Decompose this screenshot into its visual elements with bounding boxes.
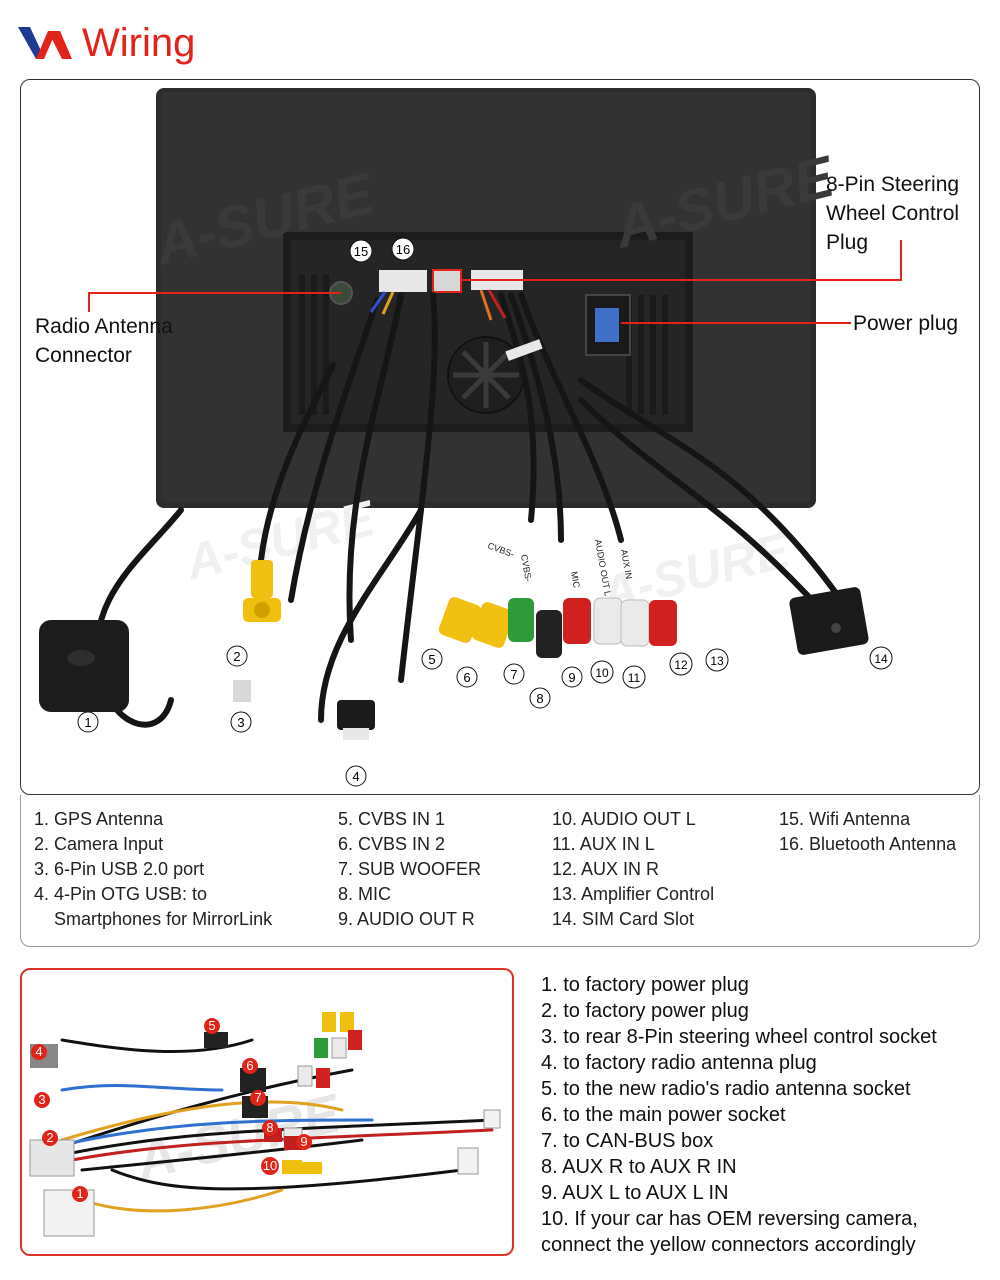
legend-item: 16. Bluetooth Antenna (779, 834, 957, 854)
radio-antenna-socket (204, 1032, 228, 1048)
harness-number-2: 2 (46, 1130, 53, 1145)
harness-instruction: 6. to the main power socket (541, 1104, 786, 1126)
harness-instruction: 4. to factory radio antenna plug (541, 1052, 817, 1074)
brand-logo-icon (18, 27, 72, 59)
harness-number-9: 9 (300, 1134, 307, 1149)
legend-item: 3. 6-Pin USB 2.0 port (34, 859, 205, 879)
harness-instruction: 1. to factory power plug (541, 974, 749, 996)
number-10: 10 (595, 666, 609, 680)
harness-number-3: 3 (38, 1092, 45, 1107)
harness-instruction: 10. If your car has OEM reversing camera… (541, 1208, 918, 1256)
callout-power-plug: Power plug (853, 312, 959, 335)
legend-item: 4. 4-Pin OTG USB: to (34, 884, 208, 904)
legend-item: 5. CVBS IN 1 (338, 809, 446, 829)
number-6: 6 (463, 670, 470, 685)
legend-item: 7. SUB WOOFER (338, 859, 482, 879)
number-2: 2 (233, 649, 240, 664)
page-title: Wiring (82, 21, 196, 65)
harness-number-8: 8 (266, 1120, 273, 1135)
harness-number-1: 1 (76, 1186, 83, 1201)
gps-antenna (39, 620, 129, 712)
diagram-number-markers: 15 16 1 2 3 4 5 6 7 8 9 10 11 (77, 237, 893, 787)
legend-item: 15. Wifi Antenna (779, 809, 911, 829)
harness-instruction: 5. to the new radio's radio antenna sock… (541, 1078, 911, 1100)
harness-instruction: 2. to factory power plug (541, 1000, 749, 1022)
number-11: 11 (628, 671, 641, 685)
legend-column: 5. CVBS IN 1 6. CVBS IN 2 7. SUB WOOFER … (338, 807, 481, 932)
number-5: 5 (428, 652, 435, 667)
legend-item: 12. AUX IN R (552, 859, 660, 879)
camera-input-connector (251, 560, 273, 598)
usb-port-a (233, 680, 251, 702)
harness-instruction: 7. to CAN-BUS box (541, 1130, 714, 1152)
legend-column: 10. AUDIO OUT L 11. AUX IN L 12. AUX IN … (552, 807, 714, 932)
rca-connectors (438, 597, 677, 658)
harness-instructions: 1. to factory power plug 2. to factory p… (541, 972, 991, 1258)
legend-column: 1. GPS Antenna 2. Camera Input 3. 6-Pin … (34, 807, 272, 932)
harness-instruction: 8. AUX R to AUX R IN (541, 1156, 737, 1178)
legend-item: 10. AUDIO OUT L (552, 809, 696, 829)
harness-instruction: 9. AUX L to AUX L IN (541, 1182, 729, 1204)
number-9: 9 (568, 670, 575, 685)
legend-item: 14. SIM Card Slot (552, 909, 695, 929)
legend-item: 2. Camera Input (34, 834, 164, 854)
number-13: 13 (710, 654, 724, 668)
usb-connector (379, 270, 427, 292)
wiring-diagram: A-SURE A-SURE A-SURE A-SURE (20, 79, 980, 795)
legend-item: 8. MIC (338, 884, 392, 904)
harness-number-markers: 1 2 3 4 5 6 7 8 9 10 (31, 1018, 312, 1202)
callout-lines (88, 240, 902, 324)
harness-wires (50, 1038, 494, 1213)
wiring-harness-illustration: A-SURE (20, 968, 514, 1256)
number-3: 3 (237, 715, 244, 730)
rca-cluster (297, 1012, 362, 1088)
harness-number-7: 7 (254, 1090, 261, 1105)
number-15: 15 (354, 244, 368, 259)
header: Wiring (18, 18, 195, 68)
usb-port-b (337, 700, 375, 730)
number-12: 12 (674, 658, 688, 672)
harness-number-5: 5 (208, 1018, 215, 1033)
harness-instruction: 3. to rear 8-Pin steering wheel control … (541, 1026, 937, 1048)
head-unit-illustration: A-SURE A-SURE A-SURE A-SURE (39, 88, 902, 787)
callout-steering-plug: 8-Pin Steering Wheel Control Plug (826, 173, 960, 254)
legend-item: 9. AUDIO OUT R (338, 909, 475, 929)
number-14: 14 (874, 652, 888, 666)
harness-number-6: 6 (246, 1058, 253, 1073)
steering-connector (432, 269, 462, 293)
callout-radio-antenna: Radio Antenna Connector (35, 315, 173, 367)
number-4: 4 (352, 769, 359, 784)
cable-label: MIC (569, 571, 582, 589)
number-7: 7 (510, 667, 517, 682)
legend: 1. GPS Antenna 2. Camera Input 3. 6-Pin … (20, 795, 980, 947)
cable-bundle (94, 292, 844, 728)
harness-svg: A-SURE (29, 1012, 501, 1237)
number-1: 1 (84, 715, 91, 730)
cable-label: CVBS- (486, 540, 515, 559)
legend-item: Smartphones for MirrorLink (34, 909, 273, 929)
legend-item: 11. AUX IN L (552, 834, 655, 854)
legend-column: 15. Wifi Antenna 16. Bluetooth Antenna (779, 807, 956, 857)
harness-number-10: 10 (263, 1158, 277, 1173)
legend-item: 1. GPS Antenna (34, 809, 164, 829)
legend-item: 13. Amplifier Control (552, 884, 715, 904)
harness-number-4: 4 (35, 1044, 42, 1059)
number-8: 8 (536, 691, 543, 706)
number-16: 16 (396, 242, 410, 257)
cable-label: CVBS- (519, 554, 534, 583)
legend-item: 6. CVBS IN 2 (338, 834, 446, 854)
sim-card-slot (789, 587, 869, 655)
